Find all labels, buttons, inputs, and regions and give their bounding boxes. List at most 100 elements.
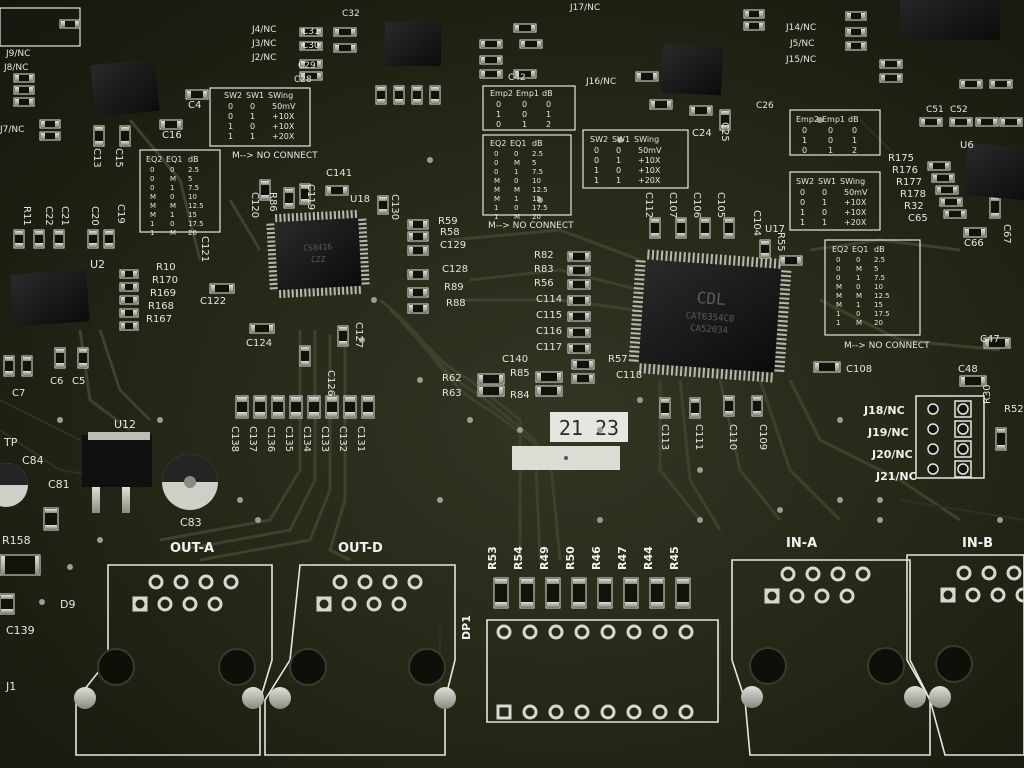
top-center-chip <box>385 22 441 66</box>
label-j2nc: J2/NC <box>251 53 276 63</box>
sw-table-left-cell: 0 <box>228 112 233 121</box>
emp-table-right-header-emp2: Emp2 <box>796 115 819 124</box>
label-j1: J1 <box>5 680 16 693</box>
eq-table-left-cell: M <box>150 193 156 201</box>
eq-table-right-cell: 0 <box>836 265 840 273</box>
label-r59: R59 <box>438 216 458 227</box>
label-c114: C114 <box>536 294 562 305</box>
sw-table-left-cell: 0 <box>228 102 233 111</box>
eq-table-right-cell: 5 <box>874 265 878 273</box>
eq-table-center-header-eq1: EQ1 <box>510 139 526 148</box>
sw-table-center-cell: 0 <box>616 166 621 175</box>
capacitor-c84 <box>0 463 28 507</box>
res-row-label-6: R44 <box>642 546 655 570</box>
eq-table-right-cell: 1 <box>836 310 840 318</box>
cap-row-label-5: C133 <box>319 426 330 452</box>
label-j15nc: J15/NC <box>785 55 816 65</box>
eq-table-left-cell: M <box>170 229 176 237</box>
port-label-out-d: OUT-D <box>338 541 383 556</box>
eq-table-right-cell: 0 <box>856 310 860 318</box>
res-row-label-2: R49 <box>538 546 551 570</box>
sw-table-center-cell: +10X <box>638 156 661 165</box>
no-connect-note-2: M--> NO CONNECT <box>488 221 574 231</box>
chip-label-u18: U18 <box>350 194 370 205</box>
sw-table-center-cell: 50mV <box>638 146 662 155</box>
res-row-label-1: R54 <box>512 546 525 570</box>
eq-table-left-cell: 15 <box>188 211 197 219</box>
eq-table-right-cell: M <box>836 283 842 291</box>
eq-table-left-cell: 12.5 <box>188 202 204 210</box>
label-r88: R88 <box>446 298 466 309</box>
mid-chip-marking-2: CZZ <box>311 255 326 265</box>
port-label-dp1: DP1 <box>460 615 473 640</box>
emp-table-center-cell: 2 <box>546 120 551 129</box>
eq-table-right-cell: 0 <box>836 256 840 264</box>
emp-table-center-cell: 0 <box>496 100 501 109</box>
emp-table-right-cell: 0 <box>802 146 807 155</box>
label-c122: C122 <box>200 296 226 307</box>
sw-table-right-cell: 0 <box>822 208 827 217</box>
port-label-in-b: IN-B <box>962 536 993 551</box>
label-j16nc: J16/NC <box>585 77 616 87</box>
label-c42: C42 <box>508 73 526 83</box>
label-r175: R175 <box>888 153 914 164</box>
res-row-label-0: R53 <box>486 546 499 570</box>
eq-table-left-cell: 0 <box>150 184 154 192</box>
jack-pins <box>132 565 1024 720</box>
label-c126: C126 <box>325 370 336 396</box>
eq-table-left-header-db: dB <box>188 155 199 164</box>
label-j17nc: J17/NC <box>569 3 600 13</box>
eq-table-center-cell: 0 <box>494 168 498 176</box>
eq-table-right-header-eq2: EQ2 <box>832 245 848 254</box>
label-c15: C15 <box>113 148 124 168</box>
far-right-chip <box>964 143 1024 201</box>
chip-label-u2: U2 <box>90 258 105 271</box>
label-c120: C120 <box>249 192 260 218</box>
sw-table-left-header-sw2: SW2 <box>224 91 242 100</box>
label-r56: R56 <box>534 278 554 289</box>
cap-row-label-1: C137 <box>247 426 258 452</box>
sw-table-center-header-sw1: SW1 <box>612 135 630 144</box>
eq-table-left-cell: 0 <box>170 193 174 201</box>
eq-table-left-cell: 7.5 <box>188 184 199 192</box>
res-row-label-7: R45 <box>668 546 681 570</box>
sw-table-center-cell: 1 <box>594 176 599 185</box>
eq-table-center-cell: M <box>514 213 520 221</box>
eq-table-right-cell: 7.5 <box>874 274 885 282</box>
label-r55: R55 <box>775 232 786 252</box>
jumper-label-j18: J18/NC <box>863 404 905 417</box>
emp-table-center-cell: 0 <box>522 100 527 109</box>
label-c7: C7 <box>12 388 25 399</box>
label-c127: C127 <box>353 322 364 348</box>
sw-table-center-header-sw2: SW2 <box>590 135 608 144</box>
eq-table-left-cell: 0 <box>150 166 154 174</box>
eq-table-left-cell: M <box>170 202 176 210</box>
label-c115: C115 <box>536 310 562 321</box>
label-r63: R63 <box>442 388 462 399</box>
label-j14nc: J14/NC <box>785 23 816 33</box>
eq-table-left-cell: M <box>150 202 156 210</box>
emp-table-right-header-emp1: Emp1 <box>822 115 845 124</box>
mid-chip-pins <box>266 209 370 299</box>
sw-table-center-cell: 1 <box>616 176 621 185</box>
sw-table-right-cell: 50mV <box>844 188 868 197</box>
label-c20: C20 <box>89 206 100 226</box>
res-row-label-4: R46 <box>590 546 603 570</box>
label-c130: C130 <box>389 194 400 220</box>
label-r167: R167 <box>146 314 172 325</box>
main-chip-marking-2: CA52034 <box>690 324 729 337</box>
chip-label-u17: U17 <box>765 224 785 235</box>
eq-table-right-header-eq1: EQ1 <box>852 245 868 254</box>
eq-table-center-cell: 12.5 <box>532 186 548 194</box>
label-r89: R89 <box>444 282 464 293</box>
eq-table-center-cell: 10 <box>532 177 541 185</box>
label-c112: C112 <box>643 192 654 218</box>
sw-table-right-cell: 1 <box>800 208 805 217</box>
label-c141: C141 <box>326 168 352 179</box>
label-r169: R169 <box>150 288 176 299</box>
label-j8nc: J8/NC <box>3 63 28 73</box>
top-left-chip <box>90 58 160 118</box>
port-label-in-a: IN-A <box>786 536 817 551</box>
